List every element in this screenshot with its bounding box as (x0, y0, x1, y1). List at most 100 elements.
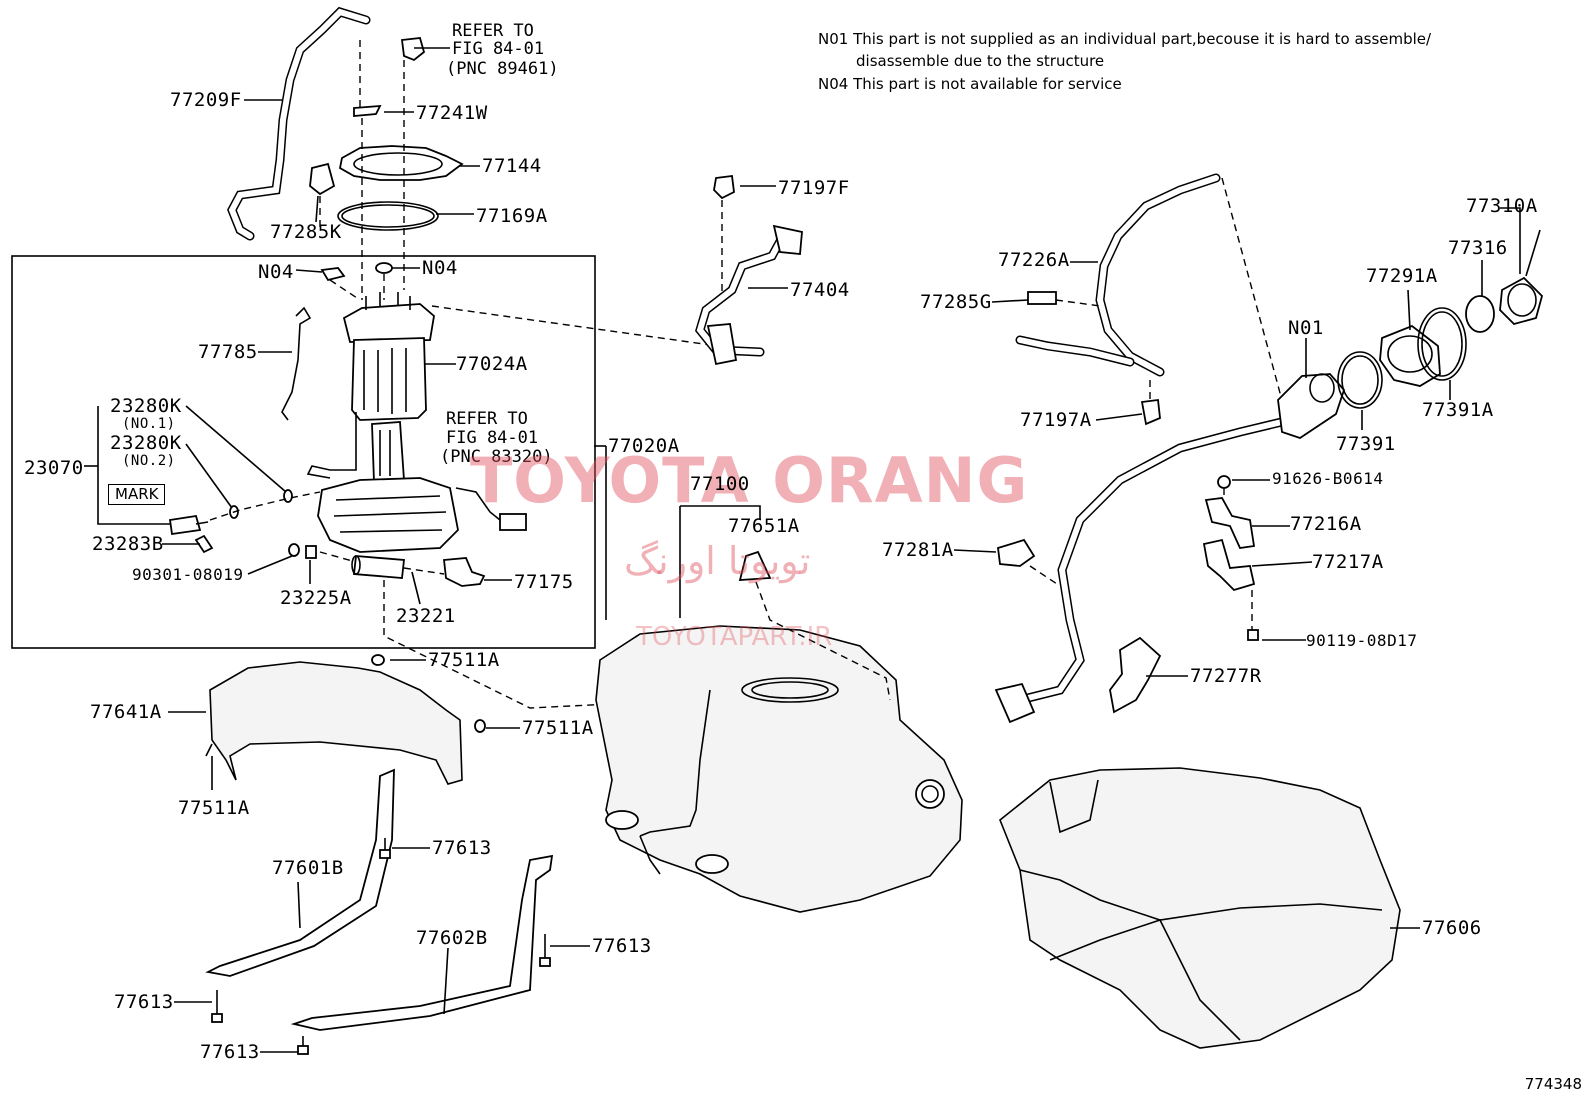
watermark-site: TOYOTAPART.IR (636, 622, 833, 652)
part-label-77277R[interactable]: 77277R (1190, 665, 1262, 687)
part-sub-no1: (NO.1) (122, 416, 176, 432)
ref2-line1: REFER TO (446, 409, 528, 429)
gasket-77169A (337, 201, 439, 231)
part-label-77404[interactable]: 77404 (790, 279, 850, 301)
clamp-77285G (1027, 291, 1057, 305)
protector-77606 (999, 767, 1401, 1049)
part-label-90119-08D17[interactable]: 90119-08D17 (1306, 631, 1418, 650)
part-label-23283B[interactable]: 23283B (92, 533, 164, 555)
part-label-n04-right[interactable]: N04 (422, 257, 458, 279)
part-label-77216A[interactable]: 77216A (1290, 513, 1362, 535)
note-n01-text: This part is not supplied as an individu… (853, 30, 1432, 48)
watermark-persian: تویوتا اورنگ (624, 539, 811, 583)
part-label-23070[interactable]: 23070 (24, 457, 84, 479)
connector-89461 (400, 37, 426, 62)
part-label-77613-b[interactable]: 77613 (592, 935, 652, 957)
gasket-77391 (1337, 351, 1383, 409)
ref1-line2: FIG 84-01 (452, 39, 545, 59)
bolts-77613 (211, 838, 551, 1055)
filter-77175 (443, 557, 486, 587)
note-n01-code: N01 (818, 30, 849, 48)
part-label-77226A[interactable]: 77226A (998, 249, 1070, 271)
ring-77316 (1465, 295, 1495, 333)
ref1-line3: (PNC 89461) (446, 59, 559, 79)
part-label-77641A[interactable]: 77641A (90, 701, 162, 723)
part-label-n04-left[interactable]: N04 (258, 261, 294, 283)
part-label-77391A[interactable]: 77391A (1422, 399, 1494, 421)
ref2-line2: FIG 84-01 (446, 428, 539, 448)
heat-shield-77641A (205, 654, 486, 785)
bracket-77217A (1202, 538, 1256, 592)
part-label-77316[interactable]: 77316 (1448, 237, 1508, 259)
part-sub-no2: (NO.2) (122, 453, 176, 469)
strap-77602B (290, 854, 554, 1031)
part-label-77241W[interactable]: 77241W (416, 102, 488, 124)
part-label-77601B[interactable]: 77601B (272, 857, 344, 879)
part-label-77175[interactable]: 77175 (514, 571, 574, 593)
part-label-77511A-right[interactable]: 77511A (522, 717, 594, 739)
part-label-90301-08019[interactable]: 90301-08019 (132, 565, 244, 584)
part-label-77511A-left[interactable]: 77511A (178, 797, 250, 819)
part-label-23280K-no1[interactable]: 23280K (110, 395, 182, 417)
mark-label: MARK (108, 484, 166, 505)
note-n01: N01 This part is not supplied as an indi… (818, 28, 1431, 50)
part-label-77285K[interactable]: 77285K (270, 221, 342, 243)
part-label-77391[interactable]: 77391 (1336, 433, 1396, 455)
note-n04-code: N04 (818, 75, 849, 93)
part-label-77020A[interactable]: 77020A (608, 435, 680, 457)
fuel-pump-body (306, 412, 459, 553)
vent-tube-77209F (227, 6, 371, 241)
fuel-tank-77100 (595, 625, 963, 913)
bracket-77651A (738, 550, 772, 581)
part-label-77613-a[interactable]: 77613 (432, 837, 492, 859)
connector-23283B (168, 514, 202, 536)
part-label-77310A[interactable]: 77310A (1466, 195, 1538, 217)
figure-number: 774348 (1524, 1075, 1582, 1093)
hose-77277R (1109, 636, 1162, 714)
part-label-77613-c[interactable]: 77613 (114, 991, 174, 1013)
note-n04: N04 This part is not available for servi… (818, 73, 1122, 95)
part-label-77291A[interactable]: 77291A (1366, 265, 1438, 287)
part-label-77144[interactable]: 77144 (482, 155, 542, 177)
clamp-77285K (309, 162, 336, 196)
part-label-n01[interactable]: N01 (1288, 317, 1324, 339)
note-n01-line2: disassemble due to the structure (856, 52, 1105, 70)
ref1-line1: REFER TO (452, 21, 534, 41)
part-label-77197A[interactable]: 77197A (1020, 409, 1092, 431)
part-label-77285G[interactable]: 77285G (920, 291, 992, 313)
filler-pipe-N01 (994, 373, 1346, 724)
clip-77197A (1140, 398, 1161, 426)
part-label-23225A[interactable]: 23225A (280, 587, 352, 609)
part-label-77217A[interactable]: 77217A (1312, 551, 1384, 573)
part-label-77169A[interactable]: 77169A (476, 205, 548, 227)
clip-77197F (713, 174, 735, 200)
strap-77601B (205, 768, 395, 977)
fuel-pump-23221 (353, 555, 405, 579)
part-label-77209F[interactable]: 77209F (170, 89, 242, 111)
breather-tube-77226A (1015, 173, 1221, 377)
note-n04-text: This part is not available for service (853, 75, 1122, 93)
ref2-line3: (PNC 83320) (440, 447, 553, 467)
sender-wire-77785 (281, 306, 312, 421)
part-label-91626-B0614[interactable]: 91626-B0614 (1272, 469, 1384, 488)
part-label-77602B[interactable]: 77602B (416, 927, 488, 949)
part-label-77785[interactable]: 77785 (198, 341, 258, 363)
part-label-77651A[interactable]: 77651A (728, 515, 800, 537)
part-label-77100[interactable]: 77100 (690, 473, 750, 495)
part-label-77197F[interactable]: 77197F (778, 177, 850, 199)
part-label-77511A-top[interactable]: 77511A (428, 649, 500, 671)
part-label-77613-d[interactable]: 77613 (200, 1041, 260, 1063)
part-label-77606[interactable]: 77606 (1422, 917, 1482, 939)
part-label-23280K-no2[interactable]: 23280K (110, 432, 182, 454)
part-label-77024A[interactable]: 77024A (456, 353, 528, 375)
valve-77281A (997, 538, 1036, 567)
gasket-77391A (1417, 307, 1467, 381)
fuel-pump-module-77024A (342, 292, 435, 421)
part-label-23221[interactable]: 23221 (396, 605, 456, 627)
hose-77404 (695, 224, 803, 366)
watermark-latin: TOYOTA ORANG (470, 444, 1029, 517)
part-label-77281A[interactable]: 77281A (882, 539, 954, 561)
leader-lines (84, 47, 1521, 1053)
